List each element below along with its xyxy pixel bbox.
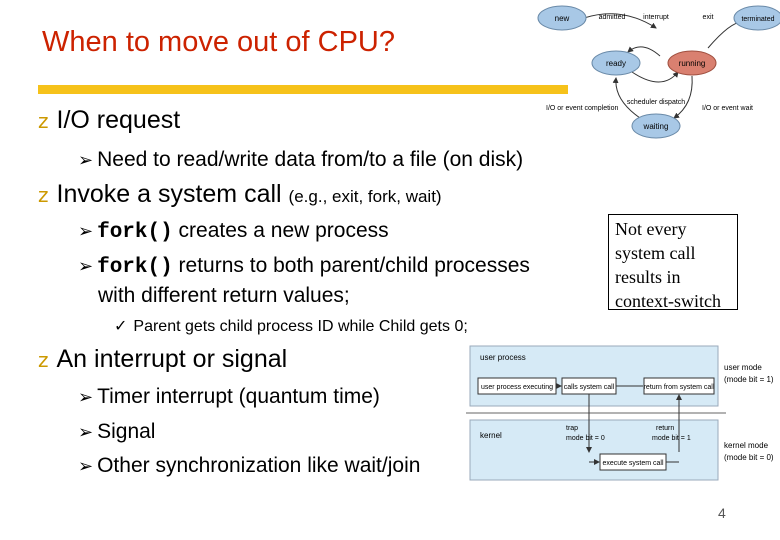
bullet-system-call: z Invoke a system call (e.g., exit, fork,… (38, 180, 442, 209)
label-calls-system-call: calls system call (564, 384, 615, 391)
label-kernel-mode-bit: (mode bit = 0) (724, 453, 774, 462)
state-ready (591, 50, 641, 76)
sub-bullet: ➢Signal (78, 420, 155, 444)
edge-admitted (583, 13, 657, 29)
sub-bullet: ➢Timer interrupt (quantum time) (78, 385, 380, 409)
sub-sub-bullet-text: Parent gets child process ID while Child… (133, 318, 468, 335)
state-new (537, 5, 587, 31)
bullet-marker: z (38, 348, 49, 372)
state-waiting (631, 113, 681, 139)
sub-bullet-text: Other synchronization like wait/join (97, 454, 421, 477)
bullet-marker: z (38, 109, 49, 133)
edge-io-completion (612, 77, 641, 119)
slide-title: When to move out of CPU? (42, 26, 395, 58)
process-state-diagram: new terminated ready running waiting adm… (537, 5, 780, 139)
bullet-text: An interrupt or signal (56, 345, 288, 373)
arrow-bullet-icon: ➢ (78, 387, 94, 408)
state-running (667, 50, 717, 76)
edge-exit (707, 18, 745, 49)
sub-bullet: ➢fork() returns to both parent/child pro… (78, 254, 530, 279)
bullet-marker: z (38, 183, 49, 207)
arrow-bullet-icon: ➢ (78, 456, 94, 477)
state-ready-label: ready (606, 59, 626, 68)
note-line: context-switch (615, 291, 721, 311)
page-number: 4 (718, 505, 726, 521)
bullet-text: I/O request (56, 106, 181, 134)
sub-bullet: ➢fork() creates a new process (78, 219, 389, 244)
bullet-text: Invoke a system call (56, 180, 282, 208)
label-trap-bit: mode bit = 0 (566, 435, 605, 442)
label-io-completion: I/O or event completion (546, 105, 618, 112)
label-return: return (656, 425, 674, 432)
state-waiting-label: waiting (643, 122, 669, 131)
label-kernel-mode: kernel mode (724, 441, 769, 450)
label-io-wait: I/O or event wait (702, 105, 753, 112)
bullet-io-request: z I/O request (38, 106, 180, 135)
state-terminated-label: terminated (741, 16, 774, 23)
edge-dispatch (631, 71, 679, 83)
note-line: results in (615, 267, 681, 287)
arrow-bullet-icon: ➢ (78, 422, 94, 443)
note-box: Not every system call results in context… (608, 214, 738, 311)
label-admitted: admitted (599, 14, 626, 21)
check-icon: ✓ (114, 316, 128, 335)
state-new-label: new (555, 14, 570, 23)
arrow-bullet-icon: ➢ (78, 221, 94, 242)
label-interrupt: interrupt (643, 14, 669, 21)
sub-bullet-text: Signal (97, 420, 156, 443)
sub-bullet-text: returns to both parent/child processes (172, 254, 530, 277)
bullet-interrupt: z An interrupt or signal (38, 345, 287, 374)
label-user-process: user process (480, 353, 526, 362)
sub-bullet-text: Need to read/write data from/to a file (… (97, 148, 524, 171)
kernel-region (469, 419, 719, 481)
title-underline (38, 85, 568, 94)
edge-io-wait (673, 75, 693, 119)
note-line: system call (615, 243, 696, 263)
label-dispatch: scheduler dispatch (627, 99, 685, 106)
note-line: Not every (615, 219, 687, 239)
state-running-label: running (679, 59, 706, 68)
label-user-mode: user mode (724, 363, 762, 372)
code-fork: fork() (97, 256, 173, 279)
bullet-paren: (e.g., exit, fork, wait) (288, 187, 442, 206)
system-call-diagram: user process user process executing call… (466, 345, 774, 481)
label-return-bit: mode bit = 1 (652, 435, 691, 442)
sub-bullet-continuation: with different return values; (98, 284, 350, 307)
sub-sub-bullet: ✓ Parent gets child process ID while Chil… (114, 316, 468, 336)
label-kernel: kernel (480, 431, 502, 440)
sub-bullet: ➢Need to read/write data from/to a file … (78, 148, 523, 172)
label-exit: exit (703, 14, 714, 21)
sub-bullet-text: creates a new process (172, 219, 389, 242)
code-fork: fork() (97, 221, 173, 244)
label-execute-system-call: execute system call (602, 460, 664, 467)
label-user-mode-bit: (mode bit = 1) (724, 375, 774, 384)
state-terminated (733, 5, 780, 31)
sub-bullet-text: Timer interrupt (quantum time) (97, 385, 380, 408)
label-user-process-executing: user process executing (481, 384, 553, 391)
arrow-bullet-icon: ➢ (78, 150, 94, 171)
sub-bullet: ➢Other synchronization like wait/join (78, 454, 420, 478)
arrow-bullet-icon: ➢ (78, 256, 94, 277)
label-return-from-system-call: return from system call (644, 384, 715, 391)
label-trap: trap (566, 425, 578, 432)
edge-interrupt (627, 46, 661, 57)
